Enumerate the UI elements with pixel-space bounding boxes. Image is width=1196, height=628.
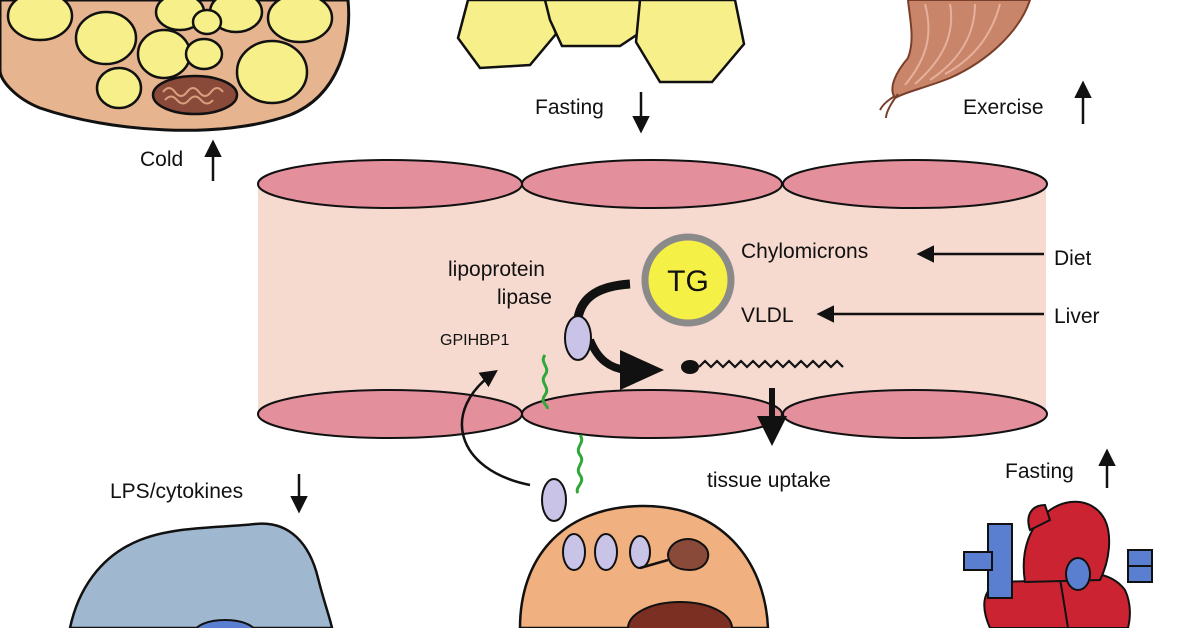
adipocyte bbox=[543, 0, 646, 48]
tg-label: TG bbox=[667, 265, 709, 298]
macrophage bbox=[68, 522, 334, 628]
fasting-bottom-label: Fasting bbox=[1005, 460, 1074, 483]
mitochondrion-cristae bbox=[162, 87, 224, 105]
liver-label: Liver bbox=[1054, 305, 1100, 328]
lipolysis: tissue uptake bbox=[573, 279, 844, 492]
endothelial-cell bbox=[782, 389, 1048, 439]
tg-particle: TG bbox=[641, 233, 735, 327]
tg-circle bbox=[641, 233, 735, 327]
macrophage-nucleus bbox=[195, 619, 255, 628]
heart bbox=[963, 500, 1153, 628]
vldl-label: VLDL bbox=[741, 304, 794, 327]
lipid-droplet bbox=[136, 28, 192, 80]
lipase-protein bbox=[541, 478, 567, 522]
lipoprotein-label: lipoprotein bbox=[448, 258, 545, 281]
muscle-fibers bbox=[904, 3, 1001, 86]
gpihbp1-chain bbox=[541, 354, 549, 410]
cold-label: Cold bbox=[140, 148, 183, 171]
endothelial-cell bbox=[521, 159, 783, 209]
gpihbp1-label: GPIHBP1 bbox=[440, 332, 509, 349]
lps-regulation: LPS/cytokines bbox=[110, 474, 308, 514]
lipid-droplet bbox=[6, 0, 74, 42]
brown-adipose-tissue bbox=[0, 0, 351, 132]
fasting-top-regulation: Fasting bbox=[535, 92, 650, 134]
parenchymal-nucleus bbox=[627, 601, 733, 628]
lipase-arc bbox=[573, 279, 631, 320]
macrophage-cell bbox=[68, 522, 334, 628]
lipid-droplet bbox=[95, 66, 143, 110]
lps-cytokines-label: LPS/cytokines bbox=[110, 480, 243, 503]
lipid-droplets bbox=[6, 0, 334, 110]
endothelial-cells-bottom bbox=[257, 389, 1048, 439]
golgi bbox=[666, 538, 710, 572]
endothelial-lipase bbox=[541, 315, 592, 410]
lipid-droplet bbox=[74, 10, 138, 66]
exercise-regulation: Exercise bbox=[963, 80, 1092, 124]
free-fatty-acid-chain bbox=[698, 359, 844, 369]
white-adipose-tissue bbox=[456, 0, 746, 84]
tissue-uptake-label: tissue uptake bbox=[707, 469, 831, 492]
endothelial-cell bbox=[257, 159, 523, 209]
lipase-vesicle bbox=[629, 535, 651, 569]
parenchymal-cell bbox=[518, 434, 770, 628]
free-fatty-acid-head bbox=[681, 360, 699, 374]
heart-aortic-arch-vessel bbox=[1027, 503, 1052, 532]
endothelial-cells-top bbox=[257, 159, 1048, 209]
endothelial-cell bbox=[521, 389, 783, 439]
endothelial-cell bbox=[782, 159, 1048, 209]
hydrolysis-arrowhead bbox=[620, 350, 664, 390]
lipase-protein bbox=[564, 315, 592, 361]
heart-pulmonary-vein bbox=[1127, 549, 1153, 567]
heart-pulmonary-artery bbox=[1065, 557, 1091, 591]
heart-pulmonary-vein bbox=[1127, 565, 1153, 583]
adipocyte bbox=[634, 0, 746, 84]
mitochondrion bbox=[151, 74, 239, 116]
adipocyte bbox=[456, 0, 558, 70]
endothelial-cell bbox=[257, 389, 523, 439]
skeletal-muscle bbox=[879, 0, 1032, 119]
heart-pulmonary-vein bbox=[963, 551, 993, 571]
cold-regulation: Cold bbox=[140, 139, 222, 181]
gpihbp1-chain bbox=[575, 434, 584, 494]
muscle-tendon bbox=[879, 93, 899, 119]
lipase-vesicle bbox=[594, 533, 618, 571]
exercise-label: Exercise bbox=[963, 96, 1044, 119]
lipid-droplet bbox=[191, 8, 223, 36]
vesicle-link bbox=[639, 558, 669, 570]
lipase-label: lipase bbox=[497, 286, 552, 309]
curved-arrow-icon bbox=[460, 370, 531, 487]
lipid-droplet bbox=[235, 39, 309, 105]
lipase-labels: lipoprotein lipase GPIHBP1 bbox=[440, 258, 552, 349]
fasting-top-label: Fasting bbox=[535, 96, 604, 119]
chylomicrons-label: Chylomicrons bbox=[741, 240, 868, 263]
lipase-vesicle bbox=[562, 533, 586, 571]
lipid-droplet bbox=[184, 37, 224, 71]
fasting-bottom-regulation: Fasting bbox=[1005, 448, 1116, 488]
lipid-droplet bbox=[266, 0, 334, 44]
lipoprotein-sources: Chylomicrons VLDL Diet Liver bbox=[741, 240, 1100, 328]
diet-label: Diet bbox=[1054, 247, 1092, 270]
